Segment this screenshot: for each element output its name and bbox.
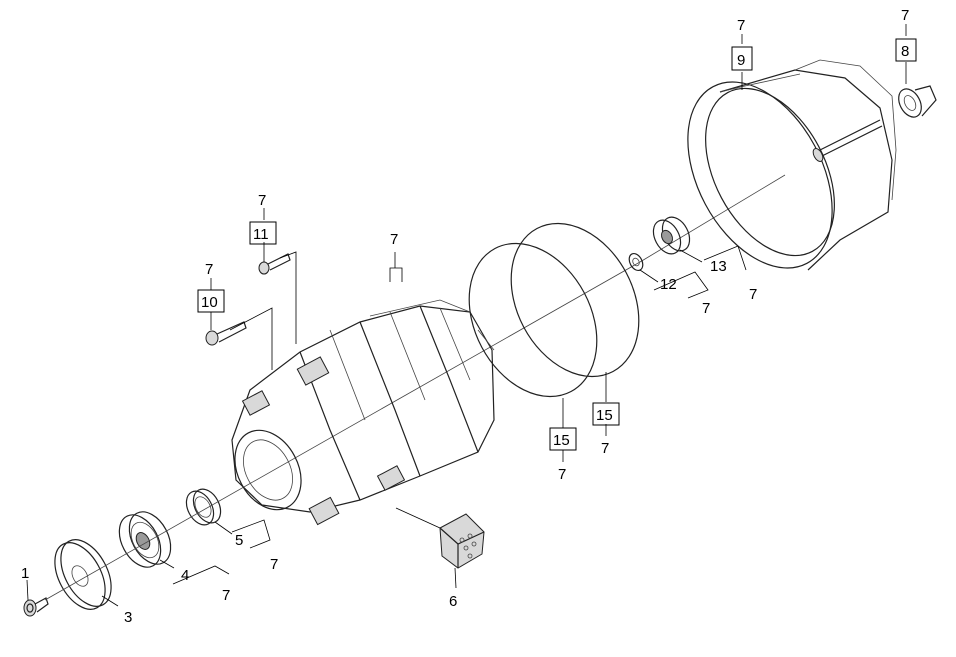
assembly-axis (44, 174, 786, 601)
label-housing-7: 7 (390, 231, 398, 248)
shaft-pin (812, 119, 883, 162)
part-12-washer (628, 252, 644, 272)
part-5-seal-ring (185, 488, 222, 526)
label-15-right: 15 (596, 407, 613, 424)
label-15-left: 15 (553, 432, 570, 449)
leader-lines (26, 24, 907, 607)
part-9-end-cover (687, 59, 897, 271)
motor-housing (231, 299, 495, 526)
part-6-control-module (439, 513, 485, 569)
part-13-bearing (652, 216, 691, 255)
label-8: 8 (901, 43, 909, 60)
label-3: 3 (124, 609, 132, 626)
part-10-screw (205, 321, 247, 346)
part-15-o-rings (468, 222, 640, 398)
label-4-sub-7: 7 (222, 587, 230, 604)
label-5-sub-7: 7 (270, 556, 278, 573)
label-15-left-sub-7: 7 (558, 466, 566, 483)
label-11: 11 (253, 226, 269, 243)
part-8-bushing (898, 85, 937, 118)
label-15-right-sub-7: 7 (601, 440, 609, 457)
label-1: 1 (21, 565, 29, 582)
label-11-top-7: 7 (258, 192, 266, 209)
label-13-sub-7: 7 (749, 286, 757, 303)
label-8-top-7: 7 (901, 7, 909, 24)
label-12: 12 (660, 276, 677, 293)
label-6: 6 (449, 593, 457, 610)
part-3-flange-disc (54, 539, 112, 610)
labels: 1 3 4 7 5 7 6 7 7 9 7 8 7 10 7 11 12 7 1… (21, 7, 909, 626)
label-4: 4 (181, 567, 189, 584)
label-12-sub-7: 7 (702, 300, 710, 317)
label-13: 13 (710, 258, 727, 275)
part-4-ball-bearing (118, 511, 172, 568)
label-10: 10 (201, 294, 218, 311)
label-9: 9 (737, 52, 745, 69)
label-boxes (197, 38, 917, 451)
label-9-top-7: 7 (737, 17, 745, 34)
part-1-screw (23, 597, 49, 617)
label-10-top-7: 7 (205, 261, 213, 278)
label-5: 5 (235, 532, 243, 549)
